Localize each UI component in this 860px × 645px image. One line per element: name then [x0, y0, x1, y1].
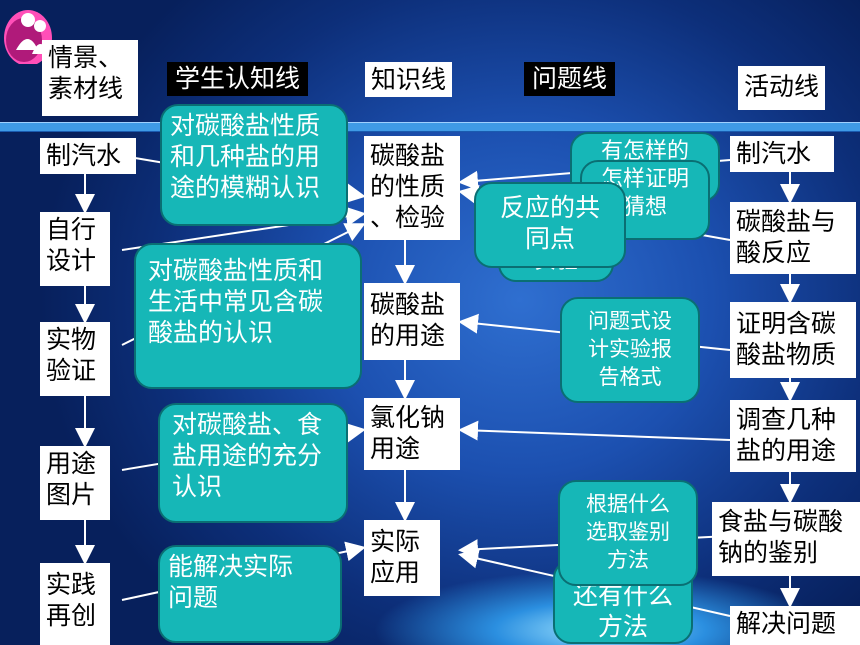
knowledge-item-nacl-uses: 氯化钠 用途 [364, 398, 460, 470]
cognition-bubble-vague: 对碳酸盐性质 和几种盐的用 途的模糊认识 [160, 104, 348, 226]
activity-item-survey-uses: 调查几种 盐的用途 [730, 400, 856, 472]
activity-item-make-soda: 制汽水 [730, 136, 834, 172]
question-bubble-report-format: 问题式设 计实验报 告格式 [560, 297, 700, 403]
activity-item-prove-carbonate: 证明含碳 酸盐物质 [730, 302, 856, 378]
header-scenario-line: 情景、 素材线 [42, 40, 138, 116]
knowledge-item-carbonate-uses: 碳酸盐 的用途 [364, 283, 460, 360]
scenario-item-practice: 实践 再创 [40, 563, 110, 645]
scenario-item-make-soda: 制汽水 [40, 138, 136, 174]
question-bubble-identify-basis: 根据什么 选取鉴别 方法 [558, 480, 698, 586]
header-question-line: 问题线 [524, 62, 616, 96]
activity-item-solve-problem: 解决问题 [730, 606, 860, 645]
scenario-item-use-pictures: 用途 图片 [40, 446, 110, 520]
knowledge-item-carbonate-properties: 碳酸盐 的性质 、检验 [364, 136, 460, 240]
people-logo-icon [4, 10, 52, 64]
cognition-bubble-full-understanding: 对碳酸盐、食 盐用途的充分 认识 [158, 403, 348, 523]
question-bubble-common-point: 反应的共 同点 [474, 182, 626, 268]
knowledge-item-application: 实际 应用 [364, 520, 440, 596]
scenario-item-verification: 实物 验证 [40, 322, 110, 396]
cognition-bubble-solve-problems: 能解决实际 问题 [158, 545, 342, 643]
header-stripe [0, 122, 860, 132]
activity-item-acid-reaction: 碳酸盐与 酸反应 [730, 202, 856, 274]
cognition-bubble-recognize: 对碳酸盐性质和 生活中常见含碳 酸盐的认识 [134, 243, 362, 389]
scenario-item-self-design: 自行 设计 [40, 212, 110, 286]
header-cognition-line: 学生认知线 [167, 62, 309, 96]
header-knowledge-line: 知识线 [365, 62, 453, 97]
header-activity-line: 活动线 [738, 66, 826, 110]
activity-item-identify-salts: 食盐与碳酸 钠的鉴别 [712, 502, 860, 576]
